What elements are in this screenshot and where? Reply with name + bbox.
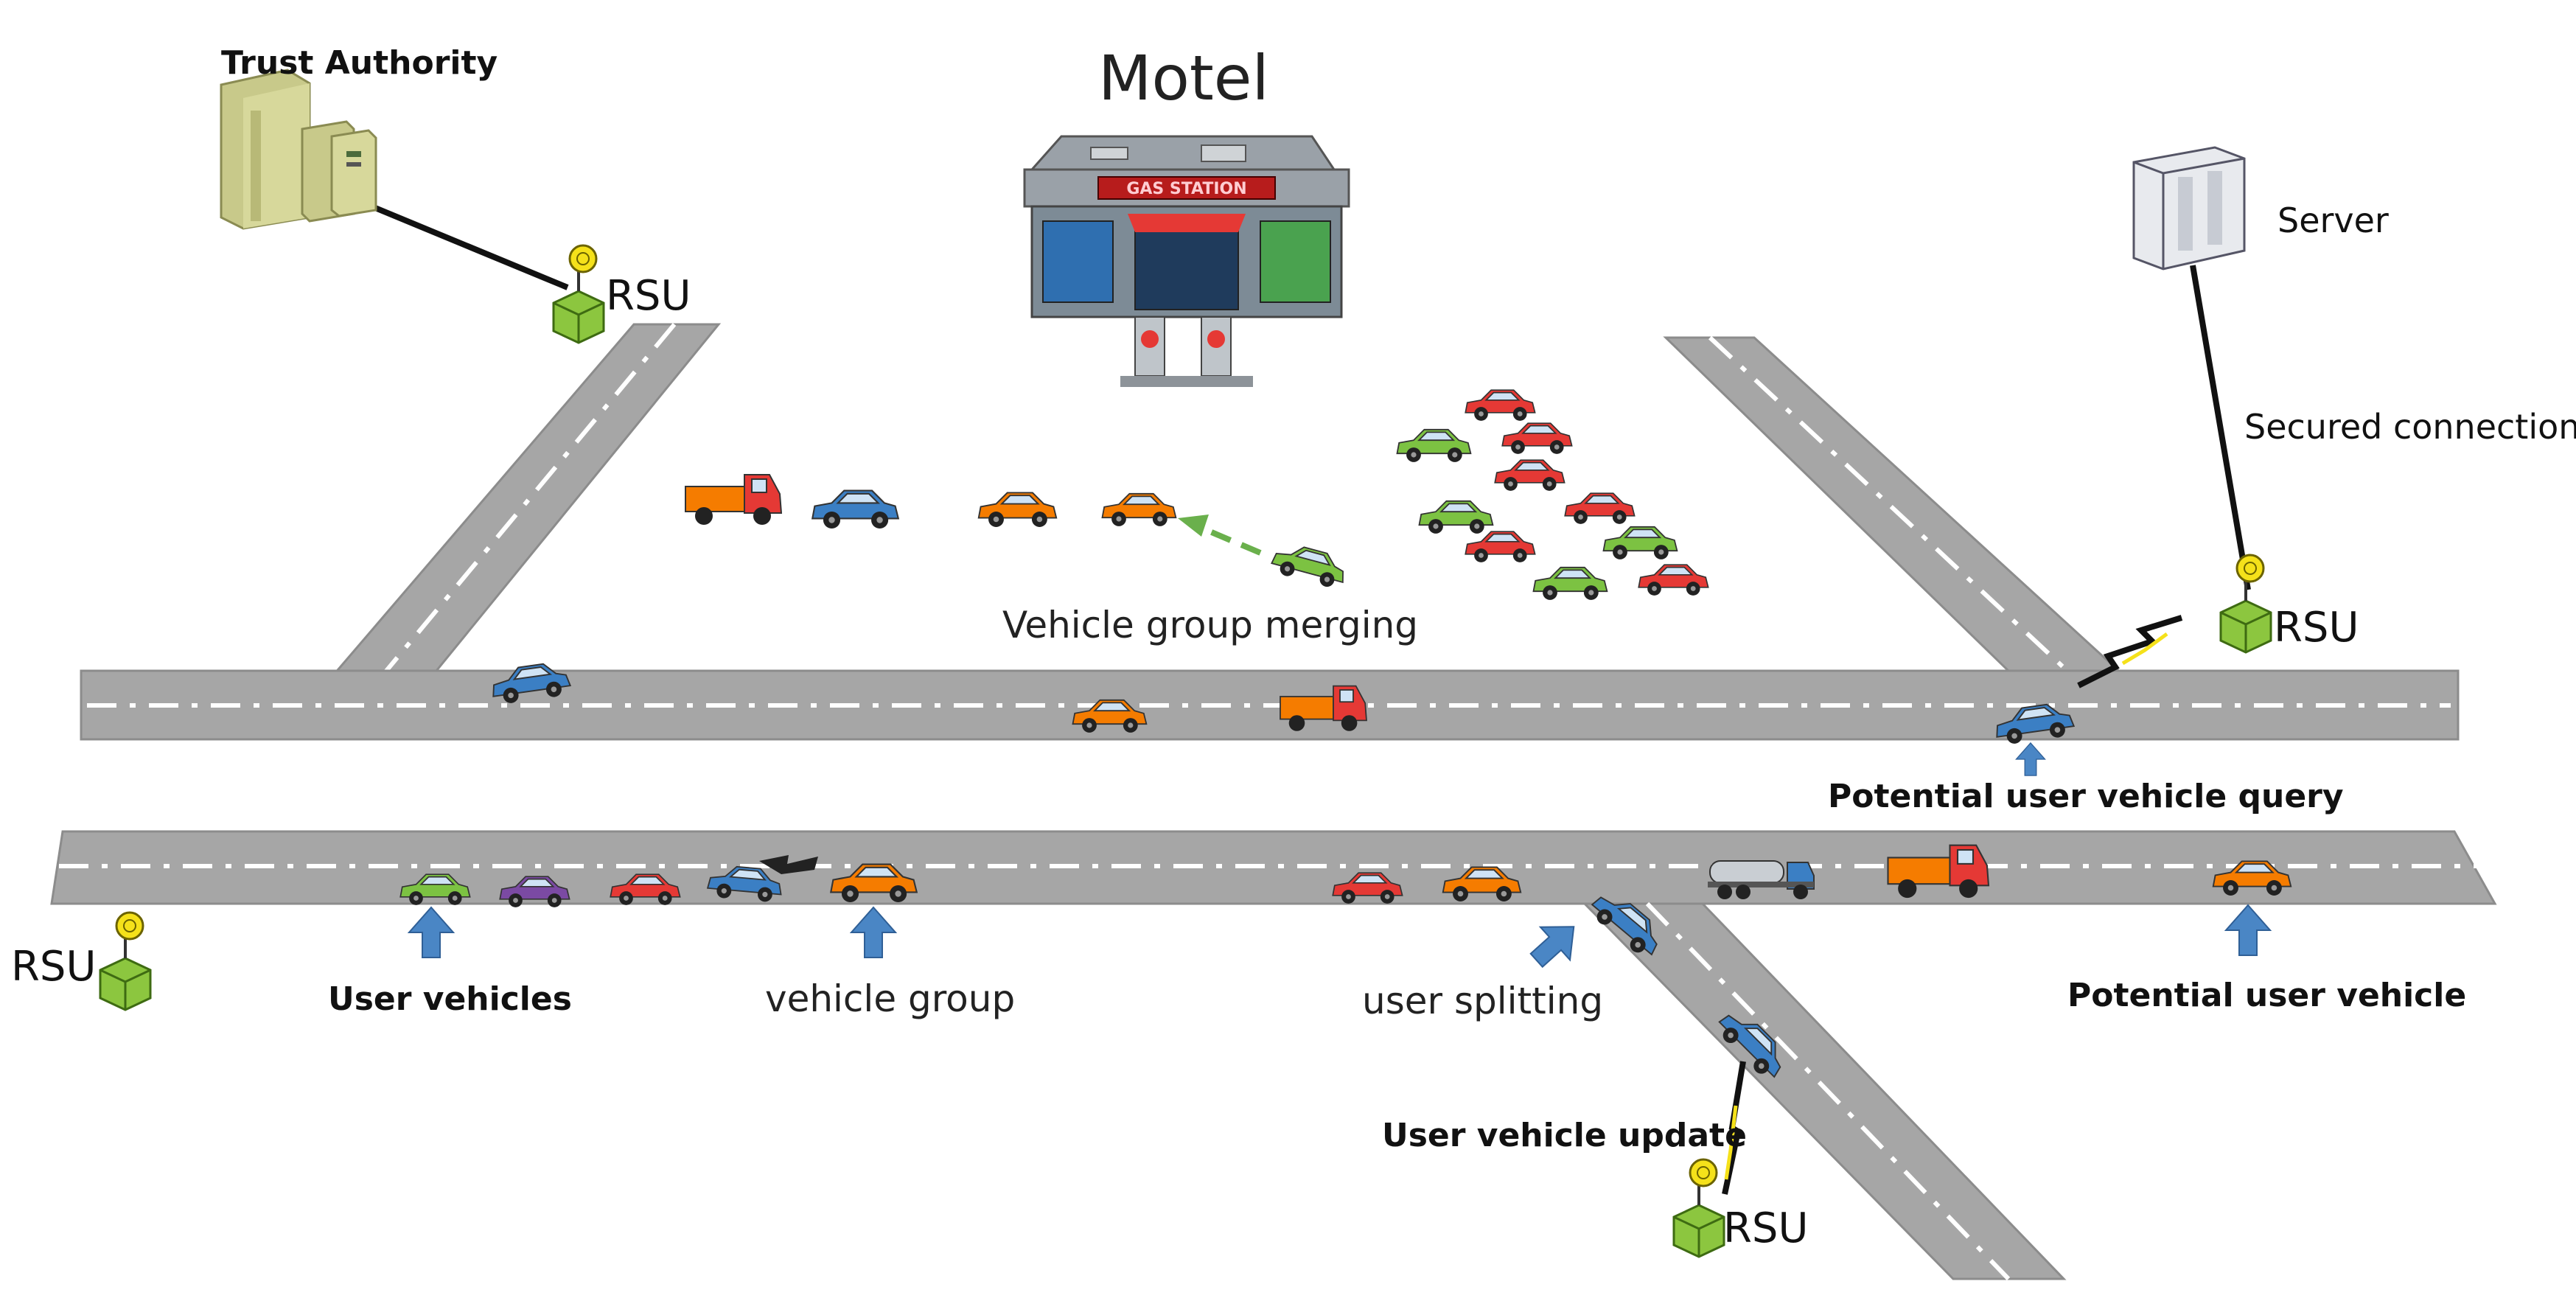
car-icon: [811, 489, 900, 529]
car-icon: [2212, 860, 2292, 896]
car-icon: [829, 863, 918, 903]
building-icon: [220, 69, 377, 230]
vehicle-group-merging-label: Vehicle group merging: [1002, 604, 1418, 646]
car-icon: [1501, 422, 1573, 454]
secured-connection-label: Secured connection: [2244, 407, 2576, 447]
car-icon: [399, 873, 471, 905]
gas-station-sign: GAS STATION: [1126, 180, 1246, 198]
rsu-antenna-icon: [552, 244, 605, 344]
car-icon: [1638, 564, 1709, 596]
car-icon: [492, 663, 572, 703]
car-icon: [1465, 389, 1536, 421]
car-icon: [1101, 492, 1177, 526]
road-upper-right-diagonal: [1663, 336, 2126, 676]
secured-connection-line: [2190, 265, 2251, 590]
up-arrow-icon: [408, 907, 454, 958]
car-icon: [1532, 566, 1608, 600]
car-icon: [706, 865, 782, 902]
car-icon: [1332, 872, 1403, 904]
up-arrow-icon: [851, 907, 896, 958]
car-icon: [610, 873, 681, 905]
road-network: [50, 323, 2497, 1281]
wireless-link-right: [2077, 615, 2183, 688]
car-icon: [1442, 866, 1522, 901]
car-icon: [1602, 526, 1678, 559]
merge-arrow: [1178, 515, 1262, 556]
car-icon: [1271, 546, 1344, 587]
car-icon: [499, 876, 570, 907]
car-icon: [1418, 500, 1494, 534]
truck-icon: [685, 474, 782, 526]
car-icon: [1564, 492, 1636, 524]
rsu-right-label: RSU: [2274, 604, 2359, 652]
rsu-antenna-icon: [2219, 554, 2272, 654]
server-label: Server: [2277, 200, 2389, 240]
car-icon: [977, 492, 1058, 527]
potential-user-vehicle-label: Potential user vehicle: [2067, 977, 2466, 1014]
user-vehicle-update-label: User vehicle update: [1382, 1117, 1747, 1154]
car-icon: [1996, 703, 2076, 744]
car-icon: [1396, 428, 1472, 462]
car-icon: [1591, 896, 1658, 956]
rsu-left-label: RSU: [11, 943, 96, 991]
up-arrow-icon: [1521, 909, 1590, 978]
road-lower-diagonal: [1582, 902, 2067, 1280]
user-vehicles-label: User vehicles: [328, 980, 572, 1018]
car-icon: [1072, 699, 1148, 733]
trust-authority-link: [352, 196, 569, 290]
rsu-top-left-label: RSU: [606, 272, 691, 320]
up-arrow-icon: [2015, 742, 2046, 776]
rsu-antenna-icon: [1672, 1158, 1725, 1258]
exhaust-smoke: [759, 855, 818, 874]
motel-label: Motel: [1098, 42, 1269, 114]
wireless-link-bottom: [1722, 1061, 1746, 1195]
vehicles-layer: [399, 389, 2292, 1078]
car-icon: [1465, 531, 1536, 562]
user-splitting-label: user splitting: [1362, 980, 1603, 1022]
server-icon: [2132, 146, 2246, 271]
car-icon: [1718, 1014, 1781, 1078]
gas-station-icon: GAS STATION: [1023, 135, 1350, 387]
rsu-antenna-icon: [99, 911, 152, 1011]
trust-authority-label: Trust Authority: [221, 44, 498, 82]
rsu-bottom-label: RSU: [1723, 1204, 1808, 1252]
potential-user-vehicle-query-label: Potential user vehicle query: [1828, 778, 2344, 815]
vehicle-group-label: vehicle group: [765, 977, 1015, 1020]
up-arrow-icon: [2225, 904, 2271, 956]
car-icon: [1494, 459, 1566, 491]
